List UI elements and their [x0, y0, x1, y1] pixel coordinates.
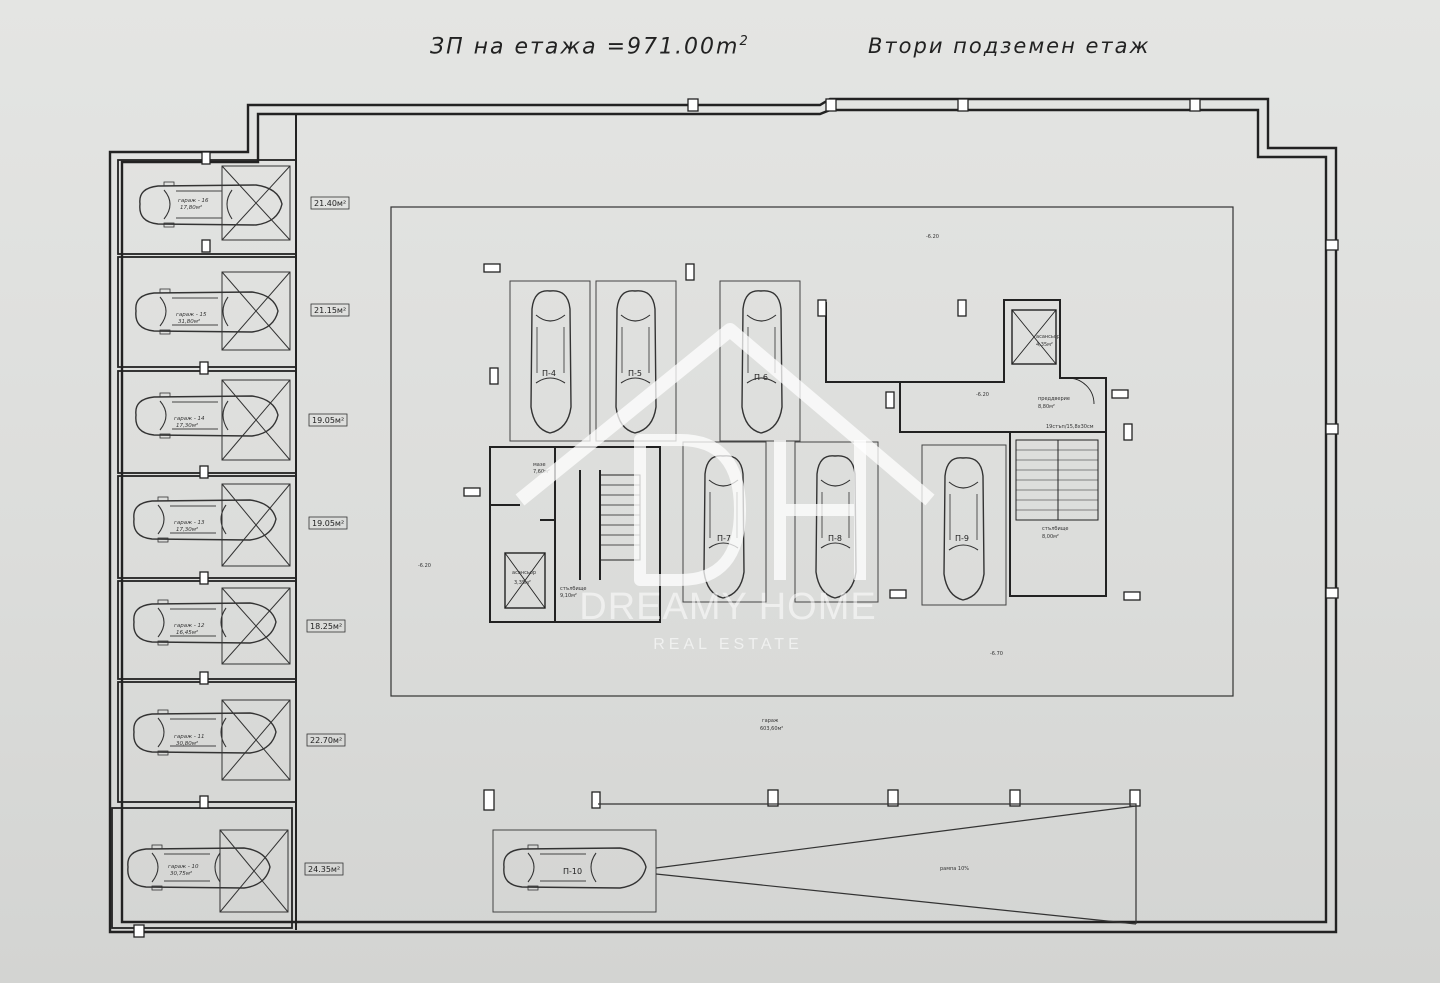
corridor-area: 24.35м²: [308, 865, 340, 874]
columns: [133, 98, 1339, 938]
room-label: гараж: [762, 718, 779, 724]
corridor-area-boxes: 21.40м² 21.15м² 19.05м² 19.05м² 18.25м² …: [304, 196, 350, 876]
room-label: асансьор: [512, 570, 536, 576]
garage-car-10: [127, 844, 271, 891]
corridor-area: 18.25м²: [310, 622, 342, 631]
right-stair-block: [825, 299, 1107, 597]
garage-area: 17,30м²: [176, 526, 199, 533]
corridor-area: 21.15м²: [314, 306, 346, 315]
room-area: 9,10м²: [560, 593, 577, 599]
garage-area: 17,80м²: [180, 204, 203, 211]
garage-area: 16,45м²: [176, 629, 199, 636]
parking-label: П-4: [542, 369, 556, 378]
floor-area-exponent: 2: [739, 34, 750, 49]
room-label: асансьор: [1036, 334, 1060, 340]
parking-car-9: [943, 457, 985, 601]
garage-car-14: [135, 392, 279, 439]
garage-label: гараж - 12: [174, 623, 205, 629]
room-area: 8,00м²: [1042, 534, 1059, 540]
parking-car-8: [815, 455, 857, 599]
room-area: 8,80м²: [1038, 404, 1055, 410]
garage-area: 30,75м²: [170, 870, 193, 877]
garage-area: 17,30м²: [176, 422, 199, 429]
corridor-area: 21.40м²: [314, 199, 346, 208]
garage-area: 31,80м²: [178, 318, 201, 325]
room-label: преддверие: [1038, 396, 1070, 402]
level-mark: -6.20: [926, 234, 939, 240]
level-mark: -6.70: [990, 651, 1003, 657]
corridor-area: 19.05м²: [312, 416, 344, 425]
garage-area: 30,80м²: [176, 740, 199, 747]
room-label: стълбище: [1042, 526, 1069, 532]
garage-car-13: [133, 496, 277, 543]
garage-label: гараж - 16: [178, 198, 209, 204]
garage-car-16: [139, 181, 283, 228]
floor-area-text: ЗП на етажа =971.00m: [430, 34, 740, 60]
garage-car-11: [133, 709, 277, 756]
central-core-outline: [390, 206, 1234, 697]
room-area: 3,35м²: [514, 580, 531, 586]
garage-label: гараж - 15: [176, 312, 207, 318]
parking-car-4: [530, 290, 572, 434]
level-mark: -6.20: [976, 392, 989, 398]
parking-label: П-7: [717, 534, 731, 543]
floor-area-title: ЗП на етажа =971.00m2: [430, 34, 810, 74]
garage-car-12: [133, 599, 277, 646]
garage-label: гараж - 14: [174, 416, 205, 422]
ramp: [598, 803, 1137, 925]
parking-label: П-10: [563, 867, 582, 876]
parking-label: П-6: [754, 373, 768, 382]
parking-frames: [492, 280, 1007, 913]
garage-label: гараж - 11: [174, 734, 205, 740]
garage-doors: [219, 165, 291, 913]
garage-label: гараж - 10: [168, 864, 199, 870]
outer-walls: [108, 97, 1338, 934]
parking-label: П-5: [628, 369, 642, 378]
room-label: мазе: [533, 462, 546, 468]
corridor-area: 22.70м²: [310, 736, 342, 745]
room-area: 4,35м²: [1036, 342, 1053, 348]
garage-label: гараж - 13: [174, 520, 205, 526]
floor-name-title: Втори подземен етаж: [868, 34, 1151, 58]
watermark-logo: [515, 323, 935, 586]
ramp-label: рампа 10%: [940, 866, 969, 872]
stair-note: 19стъп/15,8х30см: [1046, 424, 1094, 430]
corridor-area: 19.05м²: [312, 519, 344, 528]
garage-cars: [127, 181, 283, 891]
room-area: 7,60м²: [533, 469, 550, 475]
room-label: стълбище: [560, 586, 587, 592]
level-mark: -6.20: [418, 563, 431, 569]
parking-label: П-9: [955, 534, 969, 543]
parking-label: П-8: [828, 534, 842, 543]
room-area: 603,60м²: [760, 726, 783, 732]
